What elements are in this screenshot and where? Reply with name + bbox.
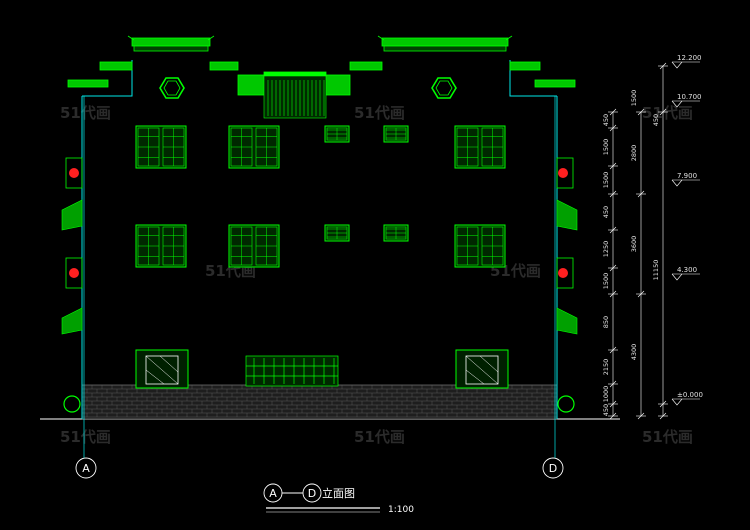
axis-lines	[83, 96, 556, 458]
dimension-label: 2800	[630, 145, 638, 162]
dimension-label: 4300	[630, 344, 638, 361]
lattice-window	[383, 125, 409, 143]
elevation-marker: 4.300	[671, 266, 700, 281]
elevation-marker: 7.900	[671, 172, 700, 187]
lattice-window	[135, 224, 187, 268]
elevation-marker: 10.700	[671, 93, 702, 108]
dimension-label: 450	[602, 404, 610, 416]
title-text: 立面图	[322, 486, 355, 500]
lattice-window	[454, 125, 506, 169]
dimension-label: 450	[652, 114, 660, 126]
dimension-label: 1500	[602, 139, 610, 156]
elevation-label: 10.700	[677, 93, 702, 101]
building-outline	[81, 60, 558, 419]
ground-window-center	[245, 355, 339, 387]
entrance-door-left	[135, 349, 189, 389]
side-brackets	[61, 157, 578, 413]
elevation-marker: ±0.000	[671, 391, 703, 406]
central-louver-panel	[263, 75, 327, 119]
watermarks: 51代画 51代画 51代画 51代画 51代画 51代画 51代画 51代画	[60, 104, 693, 446]
lattice-window	[324, 125, 350, 143]
title-axis-end: D	[308, 487, 316, 500]
entrance-door-right	[455, 349, 509, 389]
lattice-window	[228, 125, 280, 169]
dimension-label: 1500	[602, 172, 610, 189]
axis-bubble-left: A	[75, 457, 97, 479]
dimension-label: 850	[602, 316, 610, 328]
dimension-label: 450	[602, 114, 610, 126]
dimension-label: 450	[602, 206, 610, 218]
dimension-labels: 4501500150045012501500850215010004502800…	[602, 90, 660, 416]
elevation-markers: 12.200 10.700 7.900 4.300 ±0.000	[671, 54, 703, 406]
lattice-window	[383, 224, 409, 242]
lattice-window	[135, 125, 187, 169]
axis-label: A	[82, 462, 90, 475]
elevation-label: ±0.000	[677, 391, 703, 399]
brick-plinth	[81, 384, 558, 420]
axis-bubble-right: D	[542, 457, 564, 479]
axis-label: D	[549, 462, 557, 475]
title-scale: 1:100	[388, 505, 414, 515]
dimension-label: 1500	[602, 273, 610, 290]
watermark: 51代画	[354, 104, 405, 122]
watermark: 51代画	[354, 428, 405, 446]
watermark: 51代画	[642, 104, 693, 122]
drawing-title: A D 立面图 1:100	[263, 483, 414, 515]
watermark: 51代画	[60, 104, 111, 122]
lattice-window	[324, 224, 350, 242]
elevation-label: 4.300	[677, 266, 697, 274]
lattice-window	[454, 224, 506, 268]
dimension-label: 1250	[602, 241, 610, 258]
windows	[135, 125, 506, 268]
elevation-label: 12.200	[677, 54, 702, 62]
lattice-window	[228, 224, 280, 268]
hexagon-vent	[431, 77, 457, 99]
elevation-label: 7.900	[677, 172, 697, 180]
dimension-label: 11150	[652, 260, 660, 281]
watermark: 51代画	[60, 428, 111, 446]
dimension-label: 1000	[602, 386, 610, 403]
dimension-label: 2150	[602, 359, 610, 376]
title-axis-start: A	[269, 487, 277, 500]
dimension-label: 1500	[630, 90, 638, 107]
dimension-chains	[608, 62, 668, 420]
elevation-marker: 12.200	[671, 54, 702, 69]
watermark: 51代画	[642, 428, 693, 446]
dimension-label: 3600	[630, 236, 638, 253]
hexagon-vent	[159, 77, 185, 99]
